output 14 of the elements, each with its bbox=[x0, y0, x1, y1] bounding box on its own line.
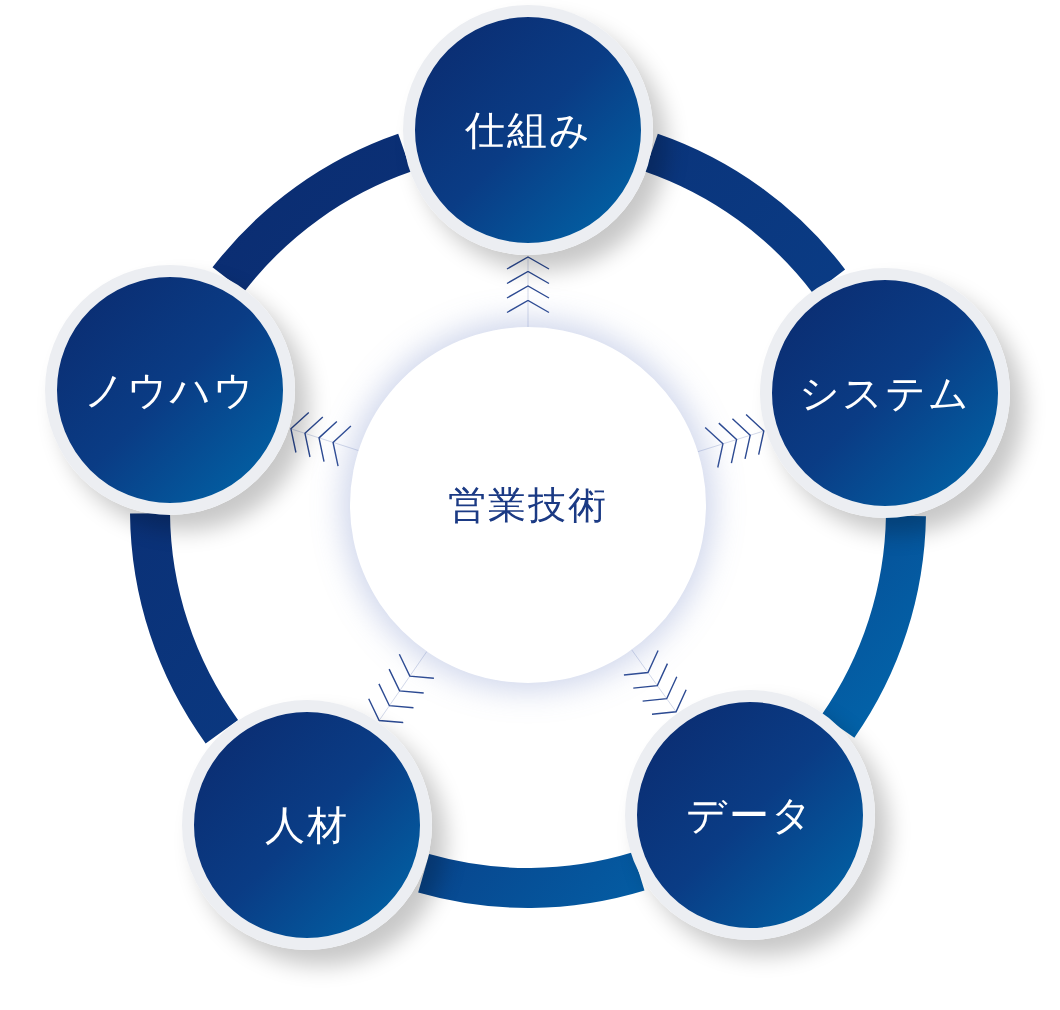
node-label: ノウハウ bbox=[84, 365, 256, 415]
ring-segment bbox=[130, 511, 239, 743]
ring-segment bbox=[820, 514, 926, 737]
chevron-arrow bbox=[290, 412, 360, 467]
ring-segment bbox=[419, 852, 644, 908]
chevron-arrow bbox=[697, 414, 765, 468]
node-label: 営業技術 bbox=[448, 481, 608, 529]
chevron-arrow bbox=[368, 650, 434, 724]
node-label: 仕組み bbox=[464, 105, 592, 155]
node-label: 人材 bbox=[265, 800, 349, 850]
chevron-arrow bbox=[506, 256, 550, 328]
node-label: データ bbox=[686, 790, 814, 840]
chevron-arrow bbox=[623, 649, 687, 715]
node-label: システム bbox=[799, 368, 971, 418]
